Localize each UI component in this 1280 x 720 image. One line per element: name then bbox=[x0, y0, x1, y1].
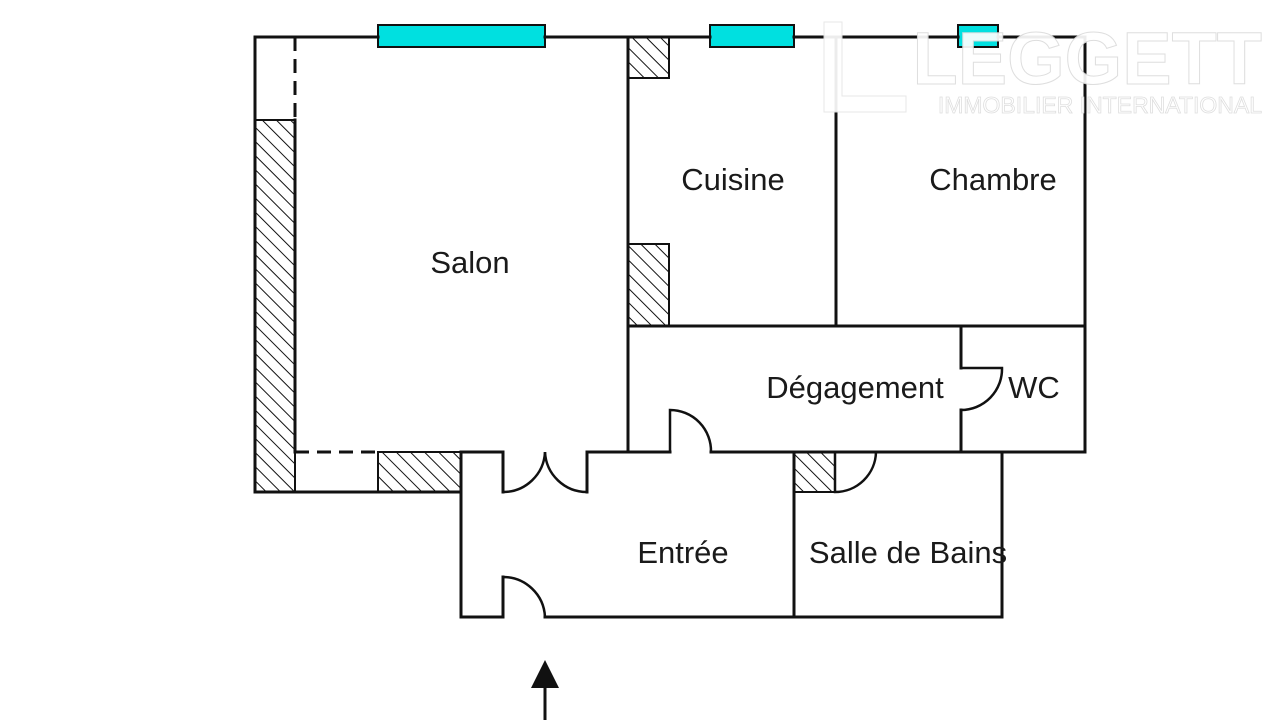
hatched-block-bain bbox=[793, 451, 836, 493]
door-degagement bbox=[668, 408, 713, 453]
logo-name: LEGGETT bbox=[913, 17, 1262, 100]
doors bbox=[501, 366, 1004, 618]
hatched-block-cuisine-mid bbox=[627, 243, 670, 327]
room-label-chambre: Chambre bbox=[929, 162, 1057, 197]
door-entrance bbox=[501, 575, 547, 618]
room-label-cuisine: Cuisine bbox=[681, 162, 784, 197]
hatched-wall-left bbox=[254, 119, 296, 493]
room-label-entree: Entrée bbox=[637, 535, 728, 570]
window-cuisine bbox=[709, 24, 795, 48]
door-wc bbox=[960, 366, 1004, 412]
room-label-wc: WC bbox=[1008, 370, 1060, 405]
arrow-up-icon bbox=[531, 660, 559, 720]
walls bbox=[253, 35, 1087, 619]
room-label-degagement: Dégagement bbox=[766, 370, 944, 405]
room-label-salon: Salon bbox=[430, 245, 509, 280]
door-salon-right bbox=[543, 451, 588, 494]
leggett-logo: LEGGETT IMMOBILIER INTERNATIONAL bbox=[823, 17, 1263, 118]
room-label-salle-de-bains: Salle de Bains bbox=[809, 535, 1007, 570]
window-salon bbox=[377, 24, 546, 48]
logo-tagline: IMMOBILIER INTERNATIONAL bbox=[938, 92, 1262, 118]
hatched-block-salon-bottom bbox=[377, 451, 462, 493]
hatched-block-cuisine-top bbox=[627, 36, 670, 79]
door-salon-left bbox=[502, 451, 547, 494]
door-salle-de-bains bbox=[833, 451, 878, 494]
